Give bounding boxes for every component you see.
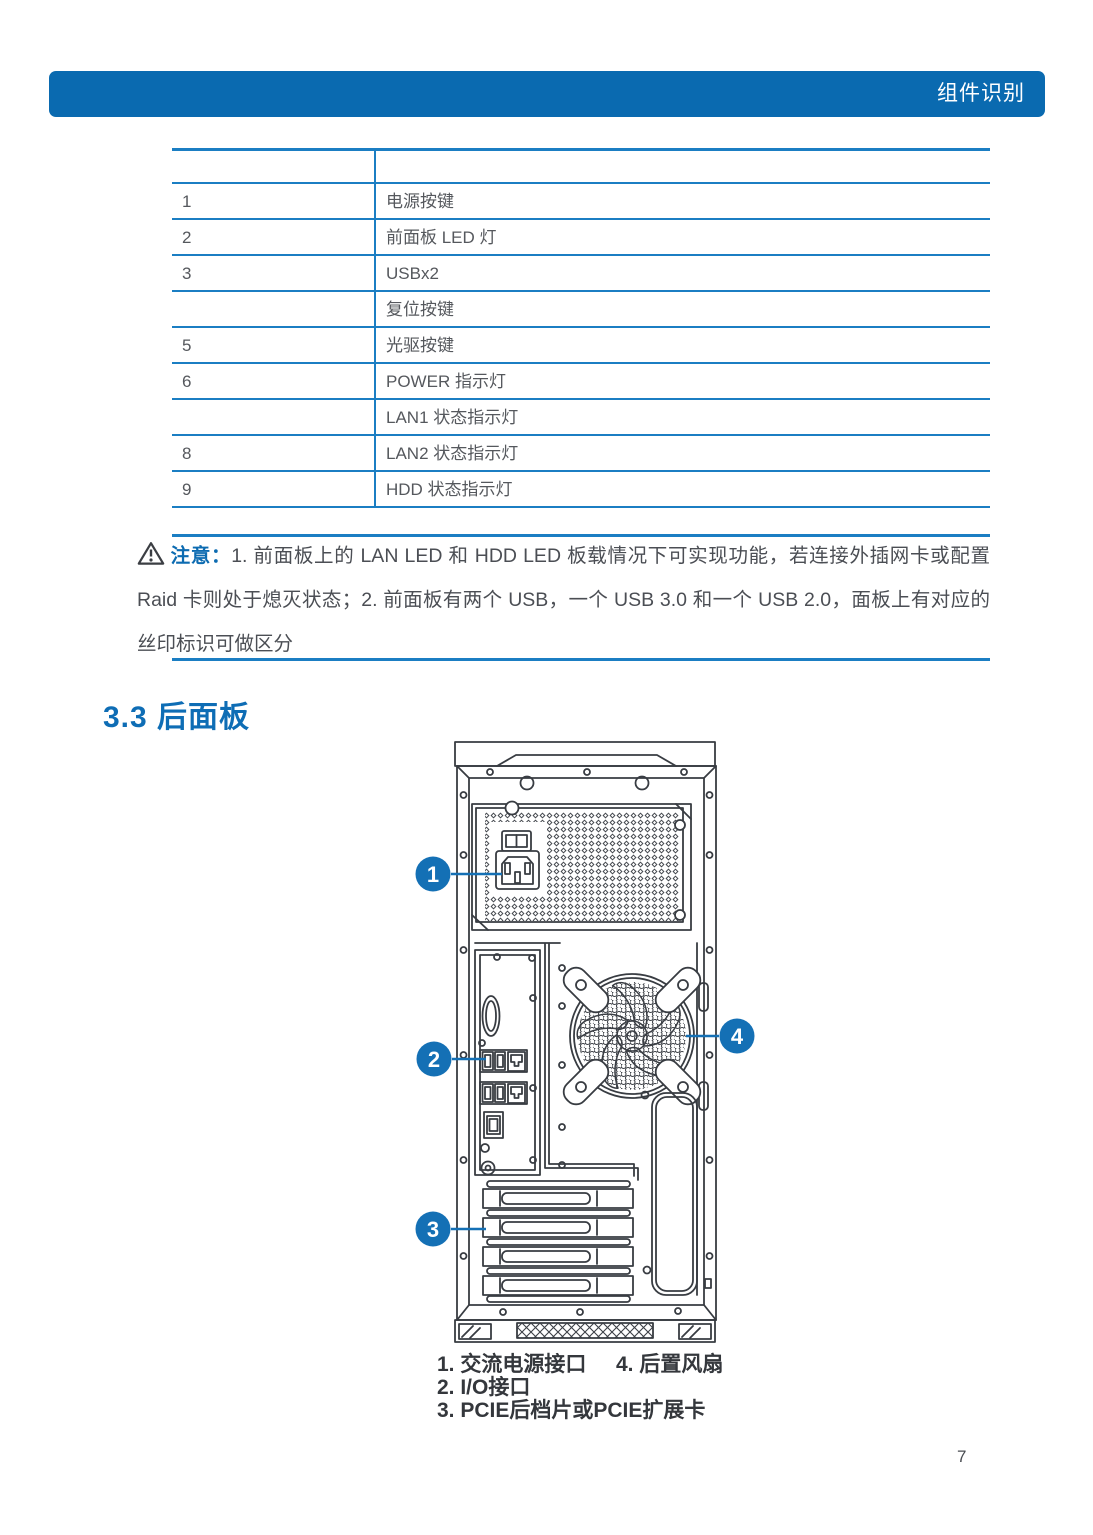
callout-3-number: 3 [427, 1217, 439, 1242]
pcie-slots [482, 1180, 634, 1303]
io-panel [474, 949, 541, 1176]
audio-jack-1 [480, 1143, 490, 1153]
frame-screw-holes [459, 768, 714, 1316]
callout-2-bubble [416, 1041, 452, 1077]
top-cap [454, 741, 716, 767]
tray-divider [474, 942, 639, 1181]
row-desc: 光驱按键 [386, 336, 454, 355]
callout-3-bubble [415, 1211, 451, 1247]
audio-jack-2 [480, 1160, 496, 1176]
note-bottom-rule [172, 658, 990, 661]
callout-1-bubble [415, 856, 451, 892]
pcie-bracket [482, 1246, 634, 1267]
row-desc: LAN2 状态指示灯 [386, 444, 519, 463]
usb-lan-block-1 [479, 1049, 528, 1073]
ac-inlet [495, 850, 540, 890]
row-desc: USBx2 [386, 264, 439, 283]
base-vent-mesh [516, 1322, 654, 1339]
table-row: LAN1 状态指示灯 [172, 400, 990, 436]
section-heading: 3.3 后面板 [103, 701, 251, 734]
legend-item-1: 1. 交流电源接口 [437, 1353, 587, 1376]
callout-4-number: 4 [731, 1024, 744, 1049]
rear-fan [562, 966, 702, 1106]
table-header-row [172, 151, 990, 184]
note-label: 注意： [170, 545, 232, 567]
row-num: 3 [172, 256, 376, 290]
note-block: 注意：1. 前面板上的 LAN LED 和 HDD LED 板载情况下可实现功能… [137, 534, 990, 666]
usb-lan-block-2 [479, 1081, 528, 1105]
table-row: 8 LAN2 状态指示灯 [172, 436, 990, 472]
psu-area [471, 800, 692, 931]
note-top-rule [172, 534, 990, 537]
row-num: 1 [172, 184, 376, 218]
row-num [172, 292, 376, 326]
pcie-bracket [482, 1275, 634, 1296]
chassis-outline [454, 741, 717, 1343]
header-bar: 组件识别 [49, 71, 1045, 117]
table-row: 6 POWER 指示灯 [172, 364, 990, 400]
page-number: 7 [957, 1447, 967, 1466]
side-knockout [640, 1090, 712, 1296]
callout-4-bubble [719, 1018, 755, 1054]
row-desc: 复位按键 [386, 300, 454, 319]
row-num: 5 [172, 328, 376, 362]
front-panel-table: 1 电源按键 2 前面板 LED 灯 3 USBx2 复位按键 5 光驱按键 6 POWE… [172, 148, 990, 508]
callout-2-number: 2 [428, 1047, 440, 1072]
row-desc: POWER 指示灯 [386, 372, 506, 391]
handle-cutout [496, 754, 677, 767]
row-desc: 前面板 LED 灯 [386, 228, 497, 247]
vga-port [481, 995, 501, 1037]
table-row: 5 光驱按键 [172, 328, 990, 364]
row-desc: LAN1 状态指示灯 [386, 408, 519, 427]
pcie-bracket [482, 1217, 634, 1238]
legend-item-2: 2. I/O接口 [437, 1376, 531, 1399]
row-num [172, 400, 376, 434]
row-desc: 电源按键 [386, 192, 454, 211]
row-desc: HDD 状态指示灯 [386, 480, 513, 499]
diagram-callouts: 1 2 3 4 [415, 856, 755, 1247]
table-row: 3 USBx2 [172, 256, 990, 292]
header-title: 组件识别 [937, 82, 1025, 105]
note-text: 1. 前面板上的 LAN LED 和 HDD LED 板载情况下可实现功能，若连… [137, 545, 990, 655]
pcie-bracket [482, 1188, 634, 1209]
small-port [483, 1111, 504, 1139]
table-row: 9 HDD 状态指示灯 [172, 472, 990, 508]
row-num: 6 [172, 364, 376, 398]
table-row: 2 前面板 LED 灯 [172, 220, 990, 256]
chassis-base [454, 1319, 716, 1343]
table-row: 复位按键 [172, 292, 990, 328]
fan-mount-wings [562, 966, 702, 1106]
row-num: 8 [172, 436, 376, 470]
warning-icon [137, 542, 165, 565]
callout-1-number: 1 [427, 862, 439, 887]
table-row: 1 电源按键 [172, 184, 990, 220]
legend-item-3: 3. PCIE后档片或PCIE扩展卡 [437, 1399, 706, 1422]
row-num: 2 [172, 220, 376, 254]
row-num: 9 [172, 472, 376, 506]
legend-item-4: 4. 后置风扇 [616, 1353, 724, 1376]
